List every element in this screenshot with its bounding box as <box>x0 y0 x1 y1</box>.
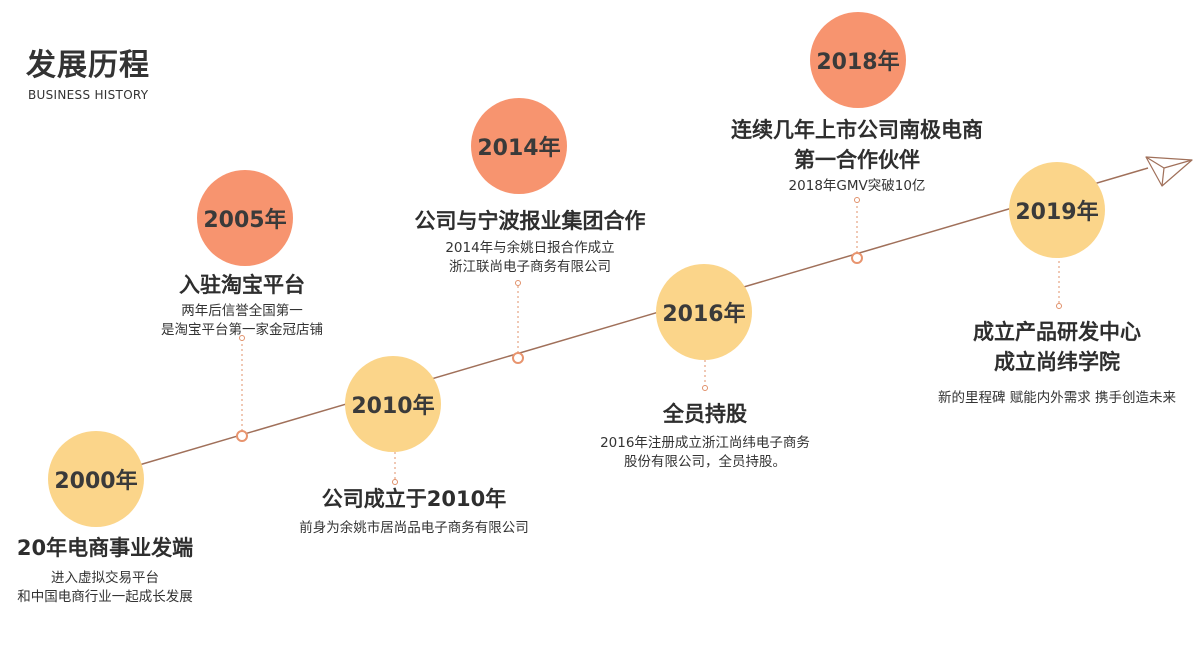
event-2005: 入驻淘宝平台 两年后信誉全国第一 是淘宝平台第一家金冠店铺 <box>122 270 362 340</box>
event-desc-line: 股份有限公司，全员持股。 <box>624 454 786 470</box>
event-title-line: 第一合作伙伴 <box>794 148 920 172</box>
event-desc-line: 新的里程碑 赋能内外需求 携手创造未来 <box>937 390 1177 406</box>
event-title: 公司与宁波报业集团合作 <box>414 209 646 233</box>
end-dot-2019 <box>1056 303 1062 309</box>
node-dot-2005 <box>236 430 248 442</box>
event-title-line: 成立尚纬学院 <box>994 350 1120 374</box>
end-dot-2014 <box>515 280 521 286</box>
page-title: 发展历程 <box>26 48 150 83</box>
event-2014: 公司与宁波报业集团合作 2014年与余姚日报合作成立 浙江联尚电子商务有限公司 <box>380 206 680 277</box>
paper-plane-icon <box>1145 156 1193 187</box>
event-title-line: 连续几年上市公司南极电商 <box>731 118 983 142</box>
event-desc: 进入虚拟交易平台 和中国电商行业一起成长发展 <box>0 569 230 607</box>
node-dot-2014 <box>512 352 524 364</box>
event-2018: 连续几年上市公司南极电商 第一合作伙伴 2018年GMV突破10亿 <box>707 115 1007 196</box>
event-desc-line: 和中国电商行业一起成长发展 <box>17 589 193 605</box>
event-desc: 2014年与余姚日报合作成立 浙江联尚电子商务有限公司 <box>380 239 680 277</box>
end-dot-2018 <box>854 197 860 203</box>
event-desc: 两年后信誉全国第一 是淘宝平台第一家金冠店铺 <box>122 302 362 340</box>
event-title: 全员持股 <box>663 402 747 426</box>
event-title: 公司成立于2010年 <box>321 487 507 511</box>
year-label: 2000年 <box>54 469 138 494</box>
year-label: 2019年 <box>1015 200 1099 225</box>
event-desc: 2016年注册成立浙江尚纬电子商务 股份有限公司，全员持股。 <box>565 434 845 472</box>
year-circle-2005: 2005年 <box>197 170 293 266</box>
event-desc-line: 浙江联尚电子商务有限公司 <box>449 259 611 275</box>
year-label: 2005年 <box>203 208 287 233</box>
end-dot-2016 <box>702 385 708 391</box>
year-circle-2010: 2010年 <box>345 356 441 452</box>
year-circle-2000: 2000年 <box>48 431 144 527</box>
year-label: 2016年 <box>662 302 746 327</box>
end-dot-2010 <box>392 479 398 485</box>
event-2019: 成立产品研发中心 成立尚纬学院 新的里程碑 赋能内外需求 携手创造未来 <box>912 317 1200 408</box>
event-2010: 公司成立于2010年 前身为余姚市居尚品电子商务有限公司 <box>264 484 564 538</box>
event-desc: 前身为余姚市居尚品电子商务有限公司 <box>264 519 564 538</box>
event-title: 入驻淘宝平台 <box>179 273 305 297</box>
year-label: 2010年 <box>351 394 435 419</box>
event-2000: 20年电商事业发端 进入虚拟交易平台 和中国电商行业一起成长发展 <box>0 533 230 607</box>
page-subtitle: BUSINESS HISTORY <box>28 88 149 102</box>
event-desc-line: 两年后信誉全国第一 <box>181 303 303 319</box>
year-label: 2014年 <box>477 136 561 161</box>
event-desc: 2018年GMV突破10亿 <box>707 177 1007 196</box>
event-title-line: 成立产品研发中心 <box>973 320 1141 344</box>
year-circle-2016: 2016年 <box>656 264 752 360</box>
event-desc-line: 2018年GMV突破10亿 <box>788 178 926 194</box>
event-desc-line: 进入虚拟交易平台 <box>51 570 159 586</box>
node-dot-2018 <box>851 252 863 264</box>
event-desc: 新的里程碑 赋能内外需求 携手创造未来 <box>912 389 1200 408</box>
event-desc-line: 2016年注册成立浙江尚纬电子商务 <box>600 435 810 451</box>
event-2016: 全员持股 2016年注册成立浙江尚纬电子商务 股份有限公司，全员持股。 <box>565 399 845 472</box>
event-desc-line: 前身为余姚市居尚品电子商务有限公司 <box>299 520 529 536</box>
event-title: 20年电商事业发端 <box>16 536 194 560</box>
year-label: 2018年 <box>816 50 900 75</box>
event-desc-line: 是淘宝平台第一家金冠店铺 <box>161 322 323 338</box>
timeline-line <box>94 167 1149 479</box>
end-dot-2005 <box>239 335 245 341</box>
event-desc-line: 2014年与余姚日报合作成立 <box>445 240 615 256</box>
year-circle-2014: 2014年 <box>471 98 567 194</box>
year-circle-2019: 2019年 <box>1009 162 1105 258</box>
year-circle-2018: 2018年 <box>810 12 906 108</box>
